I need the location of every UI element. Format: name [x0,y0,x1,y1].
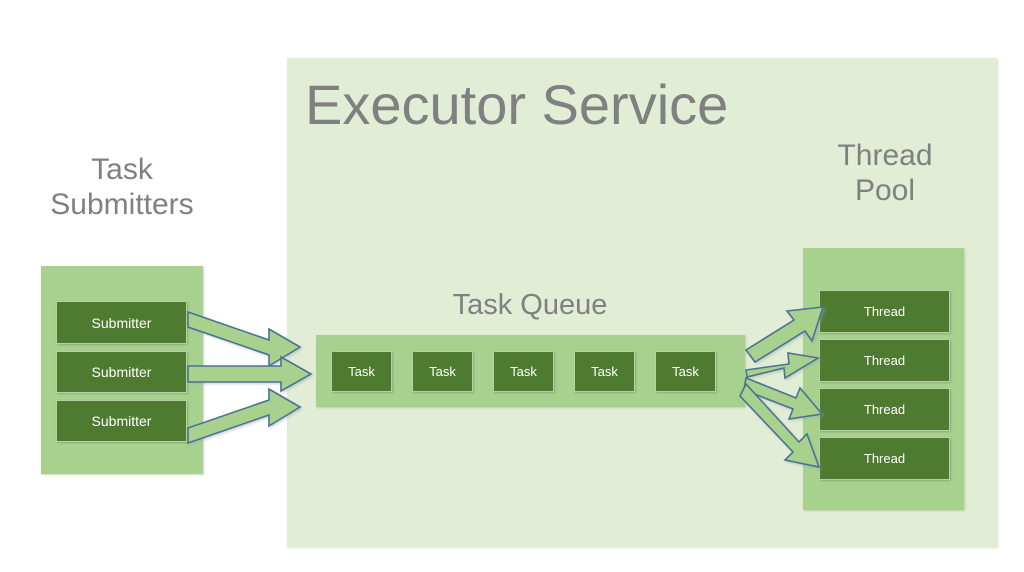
arrow-submitter1-to-queue [187,310,302,368]
task-box[interactable]: Task [493,351,554,392]
thread-box[interactable]: Thread [819,437,950,480]
submitter-box[interactable]: Submitter [56,301,187,344]
thread-box[interactable]: Thread [819,388,950,431]
thread-box[interactable]: Thread [819,339,950,382]
task-box[interactable]: Task [574,351,635,392]
task-box[interactable]: Task [331,351,392,392]
task-box[interactable]: Task [412,351,473,392]
thread-box[interactable]: Thread [819,290,950,333]
submitter-box[interactable]: Submitter [56,351,187,393]
task-box[interactable]: Task [655,351,716,392]
executor-service-title: Executor Service [305,73,729,136]
task-queue-caption: Task Queue [452,289,608,321]
task-submitters-caption: Task Submitters [50,153,194,222]
arrow-submitter3-to-queue [187,387,302,445]
submitter-box[interactable]: Submitter [56,400,187,442]
thread-pool-caption: Thread Pool [837,139,933,208]
